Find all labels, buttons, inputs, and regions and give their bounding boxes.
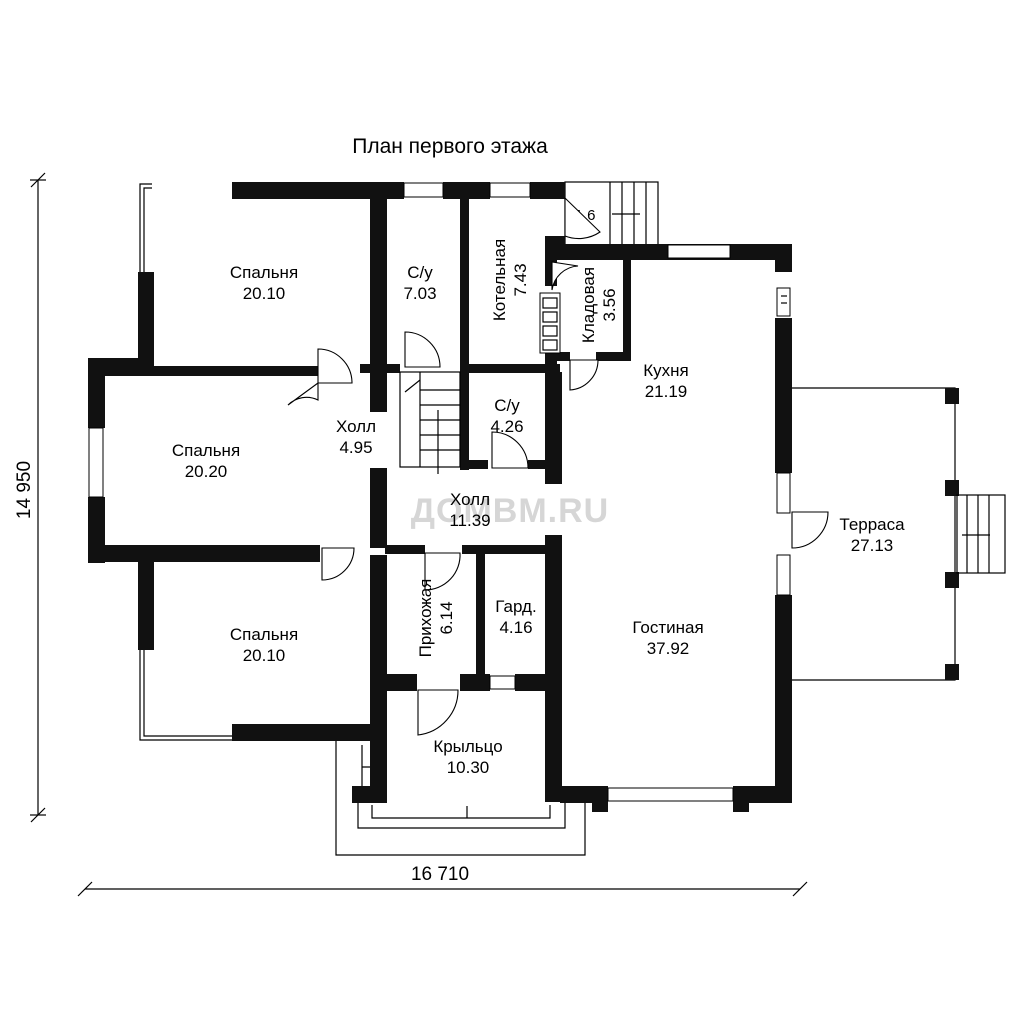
room-living: Гостиная 37.92: [632, 618, 703, 658]
room-pantry: Кладовая 3.56: [579, 267, 619, 343]
room-area: 10.30: [447, 758, 490, 777]
window-frames: [139, 183, 235, 741]
room-name: Холл: [336, 417, 376, 436]
room-name: С/у: [407, 263, 433, 282]
room-name: Прихожая: [416, 579, 435, 658]
room-hall-small: Холл 4.95: [336, 417, 376, 457]
staircase: [399, 371, 461, 474]
room-name: Гард.: [495, 597, 536, 616]
room-name: Холл: [450, 490, 490, 509]
room-kitchen: Кухня 21.19: [643, 361, 689, 401]
room-area: 7.03: [403, 284, 436, 303]
dimension-width-label: 16 710: [411, 864, 469, 885]
room-area: 20.20: [185, 462, 228, 481]
room-name: Спальня: [230, 263, 298, 282]
room-bathroom-large: С/у 7.03: [403, 263, 436, 303]
room-area: 4.26: [490, 417, 523, 436]
room-name: Гостиная: [632, 618, 703, 637]
room-bathroom-small: С/у 4.26: [490, 396, 523, 436]
room-porch: Крыльцо 10.30: [433, 737, 502, 777]
plan-title: План первого этажа: [352, 135, 548, 158]
room-name: Спальня: [230, 625, 298, 644]
room-terrace: Терраса 27.13: [839, 515, 905, 555]
room-name: Крыльцо: [433, 737, 502, 756]
room-hall-large: Холл 11.39: [449, 490, 490, 530]
room-bedroom-middle: Спальня 20.20: [172, 441, 240, 481]
room-area: 20.10: [243, 284, 286, 303]
room-entrance: Прихожая 6.14: [416, 579, 456, 658]
walls: [88, 182, 792, 812]
windows: [88, 182, 791, 802]
room-area: 7.43: [511, 263, 530, 296]
boiler-unit: [539, 292, 561, 354]
porch-steps: [335, 740, 586, 856]
watermark: ДОМВМ.RU: [411, 492, 609, 530]
room-area: 37.92: [647, 639, 690, 658]
room-name: Терраса: [839, 515, 905, 534]
room-name: С/у: [494, 396, 520, 415]
terrace-outline: [790, 387, 1006, 681]
doors: [287, 196, 829, 736]
room-area: 21.19: [645, 382, 688, 401]
room-boiler: Котельная 7.43: [490, 239, 530, 321]
room-area: 27.13: [851, 536, 894, 555]
room-area: 11.39: [449, 511, 490, 530]
dimension-horizontal: [77, 881, 808, 897]
dimension-height-label: 14 950: [14, 461, 35, 519]
dimension-vertical: [30, 172, 46, 823]
room-area: 20.10: [243, 646, 286, 665]
room-bedroom-bottom: Спальня 20.10: [230, 625, 298, 665]
room-name: Кладовая: [579, 267, 598, 343]
room-name: Котельная: [490, 239, 509, 321]
room-area: 3.56: [600, 288, 619, 321]
room-name: Кухня: [643, 361, 689, 380]
room-area: 4.16: [499, 618, 532, 637]
room-area: 4.95: [339, 438, 372, 457]
room-wardrobe: Гард. 4.16: [495, 597, 536, 637]
room-bedroom-top: Спальня 20.10: [230, 263, 298, 303]
room-name: Спальня: [172, 441, 240, 460]
room-area: 6.14: [437, 601, 456, 634]
